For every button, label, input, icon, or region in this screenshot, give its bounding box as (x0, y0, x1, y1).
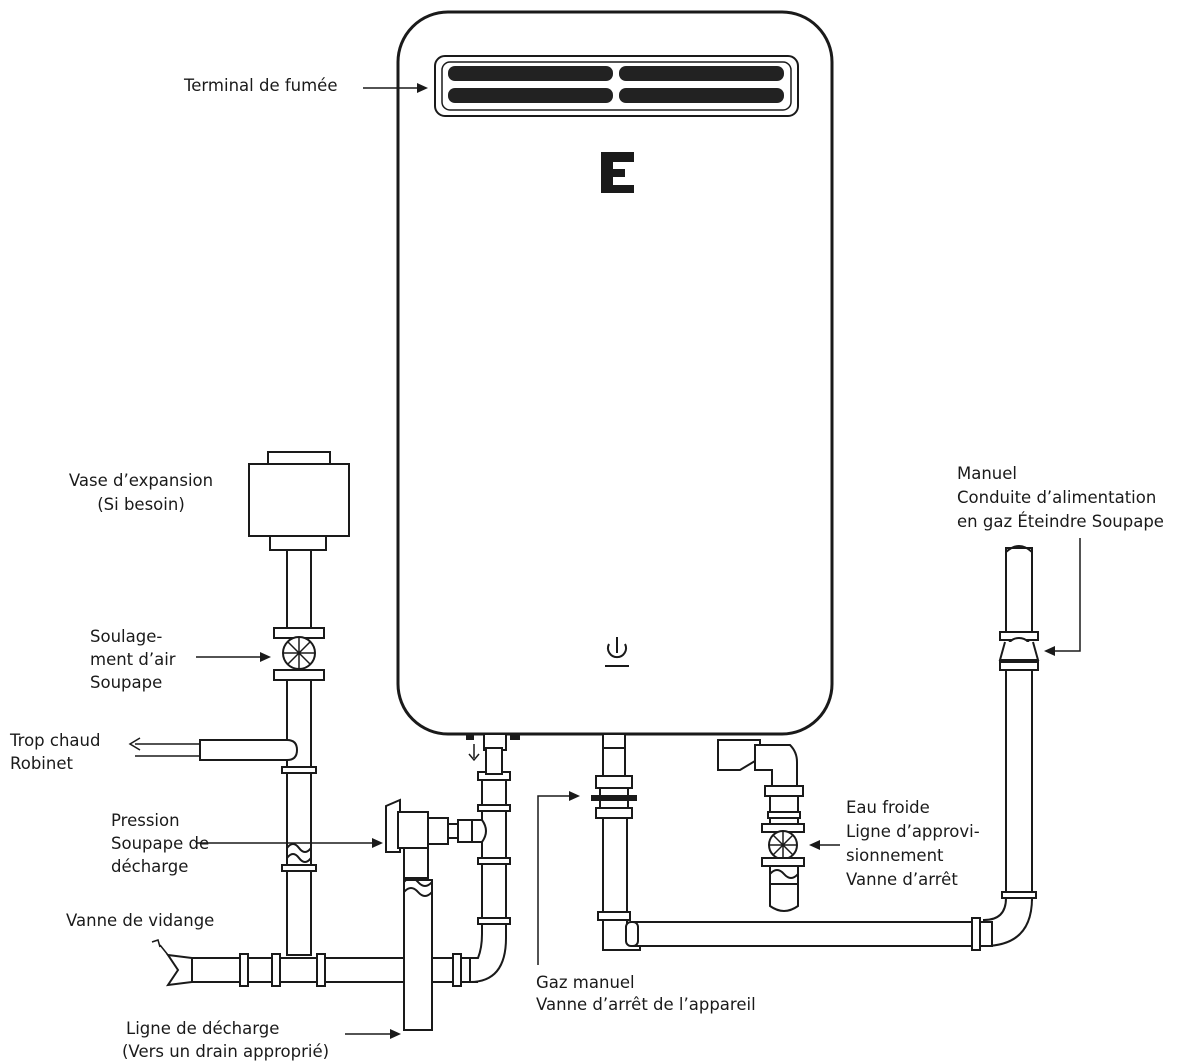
label-discharge-line-1: Ligne de décharge (126, 1019, 279, 1038)
label-cold-water-2: Ligne d’approvi- (846, 822, 980, 841)
relief-upper-nipple (485, 747, 503, 775)
label-gas-supply-1: Manuel (957, 464, 1017, 483)
left-vertical-pipe-lower (286, 679, 312, 956)
drain-horizontal-pipe (191, 953, 478, 987)
label-pressure-relief-2: Soupape de (111, 834, 209, 853)
label-flue-terminal: Terminal de fumée (183, 76, 338, 95)
label-hot-faucet-1: Trop chaud (9, 731, 100, 750)
label-expansion-tank: Vase d’expansion (69, 471, 213, 490)
air-relief-valve (273, 627, 325, 681)
label-gas-supply-3: en gaz Éteindre Soupape (957, 512, 1164, 531)
label-pressure-relief-3: décharge (111, 857, 188, 876)
label-expansion-tank-note: (Si besoin) (97, 495, 185, 514)
gas-manual-valve (591, 747, 637, 819)
flue-terminal (434, 55, 799, 117)
label-hot-faucet-2: Robinet (10, 754, 73, 773)
label-air-relief-1: Soulage- (90, 627, 162, 646)
horizontal-gas-pipe (625, 917, 993, 951)
label-cold-water-4: Vanne d’arrêt (846, 870, 958, 889)
right-relief-pipe-bands (477, 771, 511, 925)
water-heater-body (396, 10, 834, 736)
label-gas-supply-2: Conduite d’alimentation (957, 488, 1156, 507)
gas-supply-line (983, 545, 1040, 948)
gas-pipe-band (597, 911, 631, 921)
down-arrow-head (468, 753, 480, 762)
discharge-line (403, 877, 433, 1031)
expansion-tank (248, 451, 350, 551)
pressure-relief-valve (385, 798, 487, 879)
label-drain-valve: Vanne de vidange (66, 911, 214, 930)
pipe-break-symbol (286, 843, 312, 853)
pointer-arrows (196, 83, 1081, 1039)
label-gas-valve-1: Gaz manuel (536, 973, 635, 992)
label-air-relief-2: ment d’air (90, 650, 176, 669)
left-vertical-pipe-upper (286, 549, 312, 631)
power-icon (605, 637, 629, 667)
label-cold-water-3: sionnement (846, 846, 944, 865)
pipe-bands-left (281, 766, 317, 872)
pipe-break-symbol-2 (286, 853, 312, 863)
brand-logo-icon (601, 152, 634, 193)
gas-vertical-pipe (602, 817, 628, 917)
label-air-relief-3: Soupape (90, 673, 162, 692)
label-cold-water-1: Eau froide (846, 798, 930, 817)
cold-water-valve (717, 739, 805, 912)
label-discharge-line-2: (Vers un drain approprié) (122, 1042, 329, 1061)
drain-valve (151, 939, 193, 987)
label-gas-valve-2: Vanne d’arrêt de l’appareil (536, 995, 756, 1014)
hot-faucet-pipe (128, 737, 299, 761)
label-pressure-relief-1: Pression (111, 811, 180, 830)
